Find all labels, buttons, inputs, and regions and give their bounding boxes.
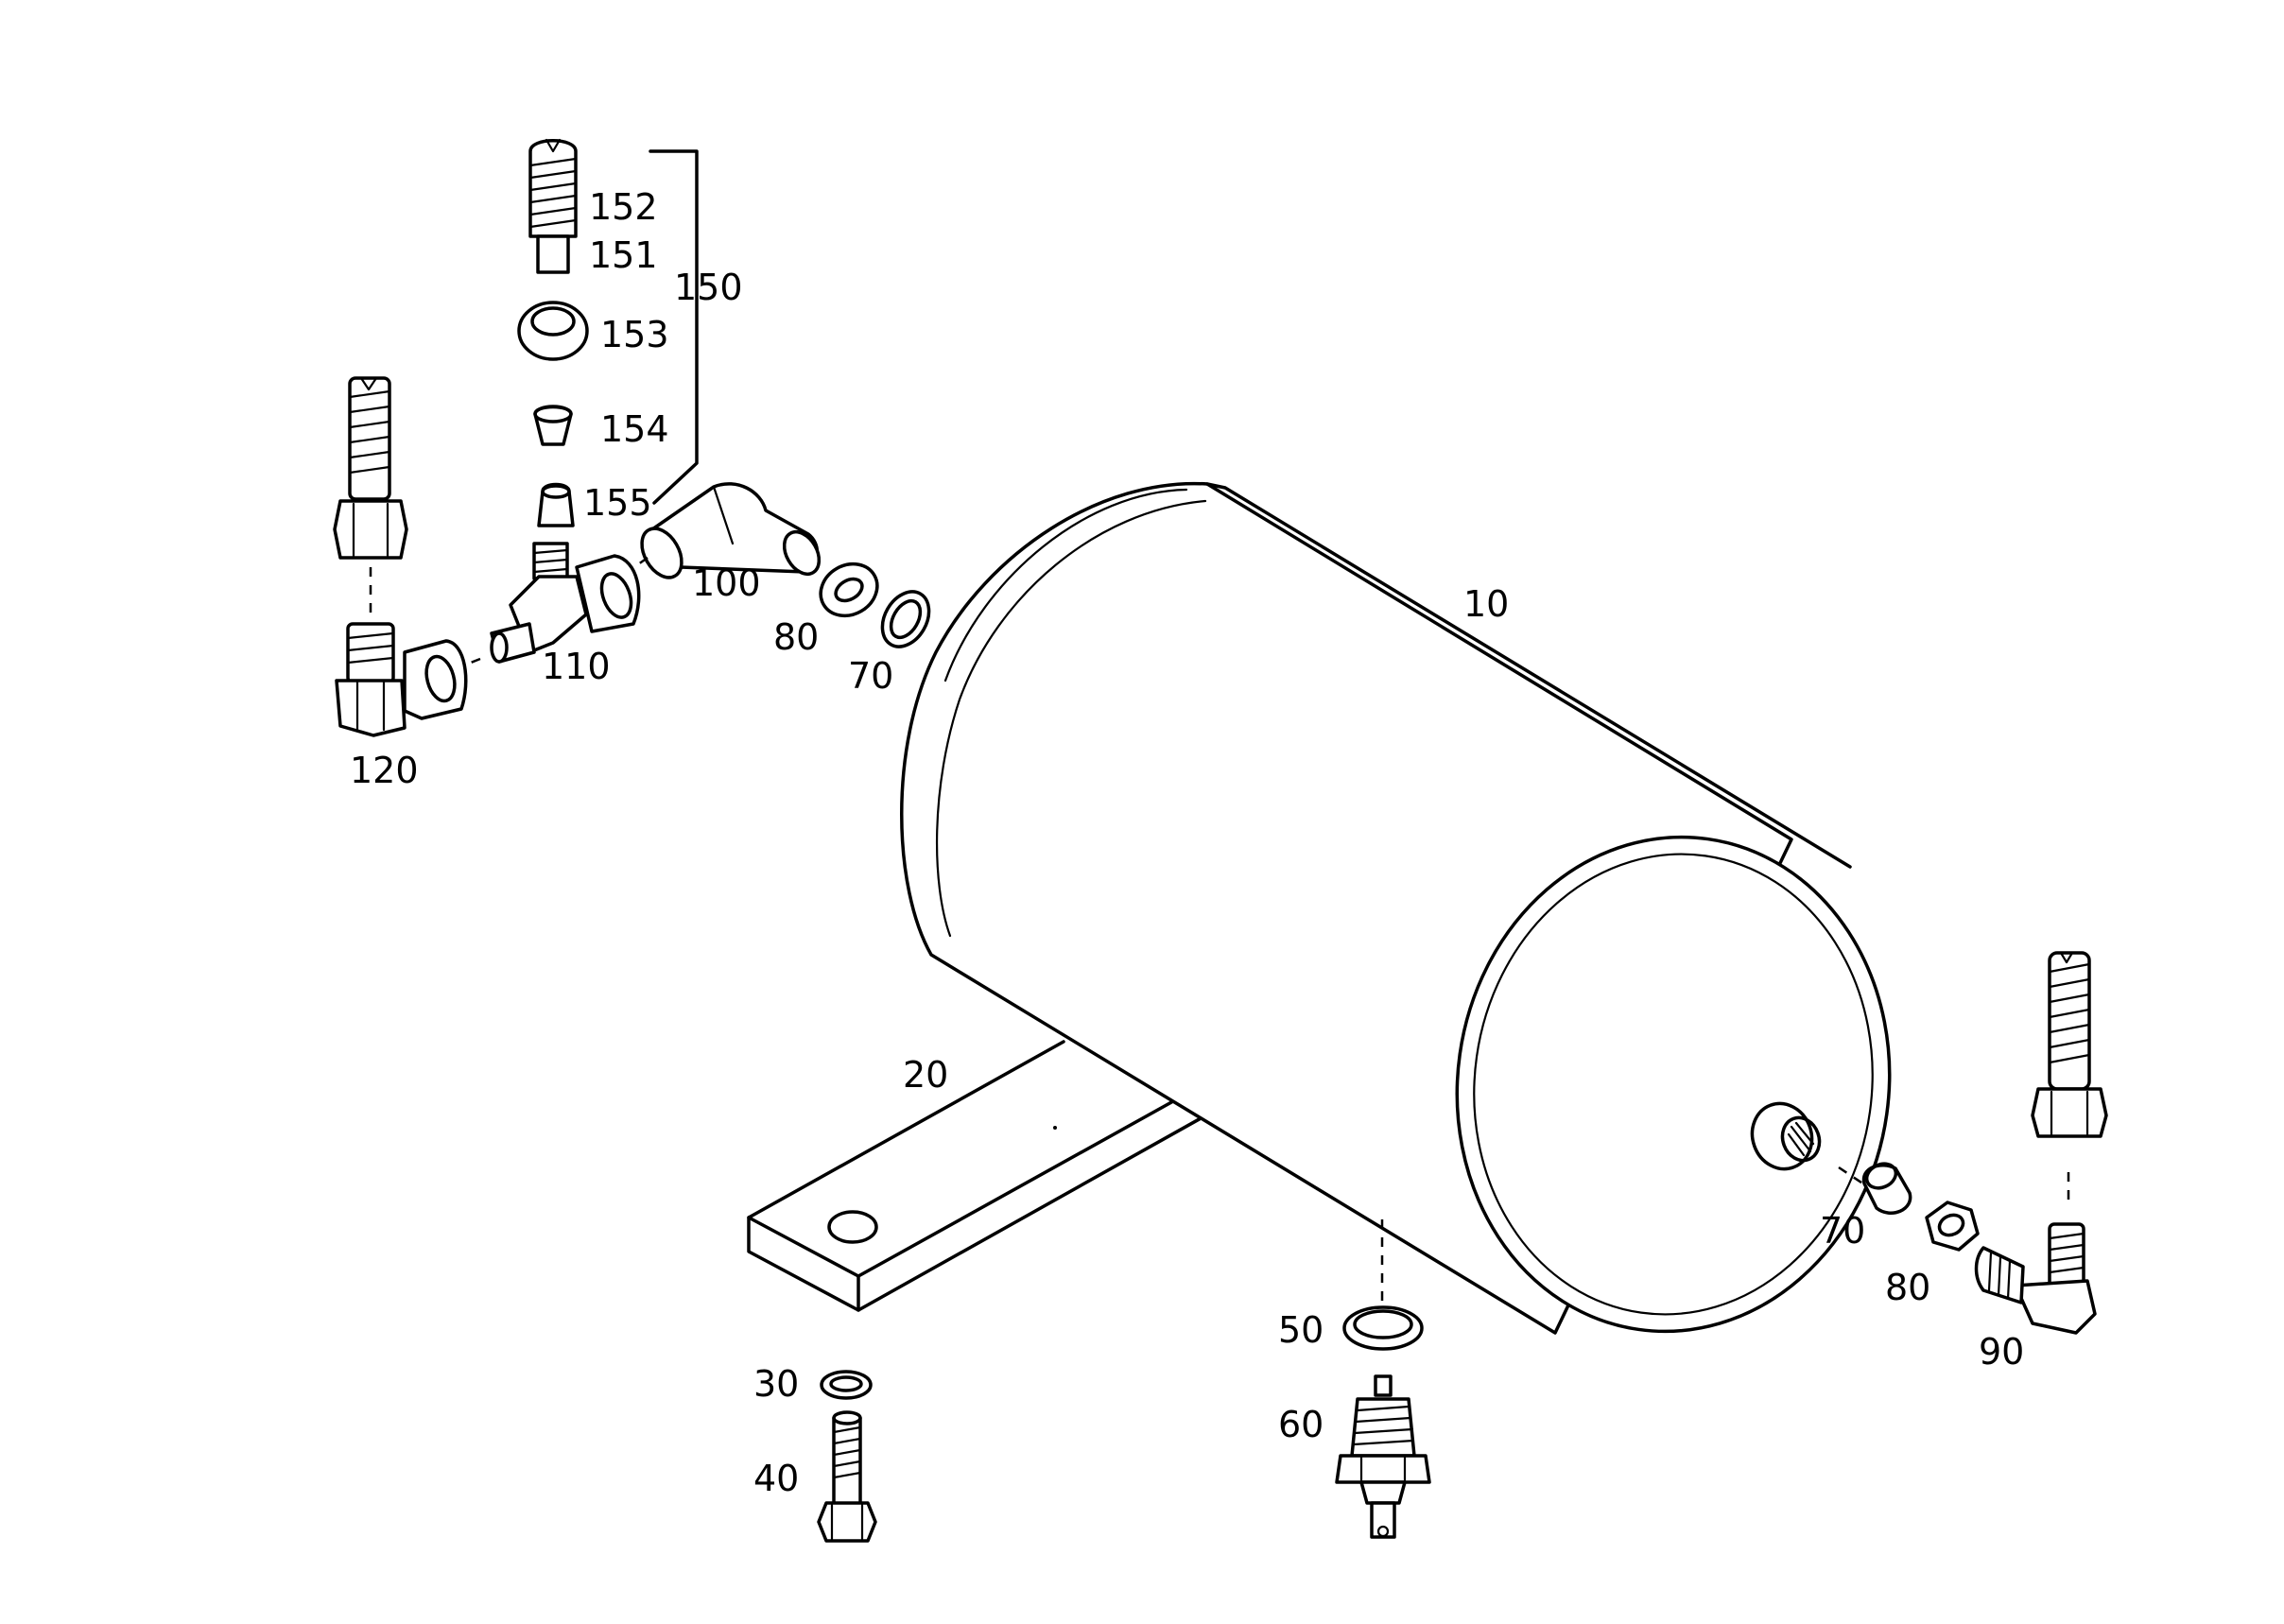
- callout-labels: 10 20 30 40 50 60 70 70 80 80 90 100 110…: [350, 186, 2024, 1499]
- stud-120: [333, 376, 408, 560]
- drain-valve-60: [1335, 1374, 1431, 1539]
- cap-155: [537, 482, 575, 527]
- nut-153: [517, 301, 589, 361]
- bolt-40: [817, 1410, 877, 1543]
- label-100: 100: [692, 562, 761, 604]
- seal-ring-70-left: [880, 590, 931, 648]
- label-152: 152: [589, 186, 658, 228]
- label-80-right: 80: [1885, 1267, 1930, 1308]
- seal-ring-70-right: [1861, 1162, 1912, 1215]
- elbow-union-120: [335, 622, 468, 737]
- label-80-left: 80: [773, 616, 819, 658]
- label-10: 10: [1463, 583, 1509, 625]
- label-154: 154: [600, 408, 669, 450]
- tank-port-boss: [1750, 1101, 1822, 1171]
- mounting-strap: [747, 1040, 1204, 1312]
- label-60: 60: [1278, 1404, 1324, 1445]
- threaded-pin-152: [528, 138, 578, 274]
- washer-30: [820, 1370, 873, 1400]
- bracket-150: [649, 149, 699, 505]
- label-30: 30: [753, 1363, 799, 1405]
- elbow-connector-100: [640, 482, 822, 579]
- label-70-right: 70: [1820, 1210, 1865, 1252]
- label-90: 90: [1979, 1331, 2024, 1373]
- label-155: 155: [583, 482, 652, 524]
- label-40: 40: [753, 1458, 799, 1499]
- label-120: 120: [350, 750, 419, 791]
- air-tank: [900, 481, 1892, 1335]
- elbow-union-90: [1974, 1222, 2097, 1335]
- label-110: 110: [542, 646, 611, 687]
- seal-ring-50: [1342, 1305, 1424, 1351]
- label-50: 50: [1278, 1309, 1324, 1351]
- label-153: 153: [600, 314, 669, 355]
- nut-80-right: [1925, 1201, 1980, 1252]
- tee-fitting-110: [490, 542, 641, 664]
- label-151: 151: [589, 234, 658, 276]
- label-20: 20: [903, 1054, 948, 1096]
- stud-90-right: [2031, 951, 2108, 1138]
- label-150: 150: [674, 267, 743, 308]
- label-70-left: 70: [848, 655, 893, 697]
- sleeve-154: [533, 405, 573, 446]
- nut-80-left: [819, 561, 879, 618]
